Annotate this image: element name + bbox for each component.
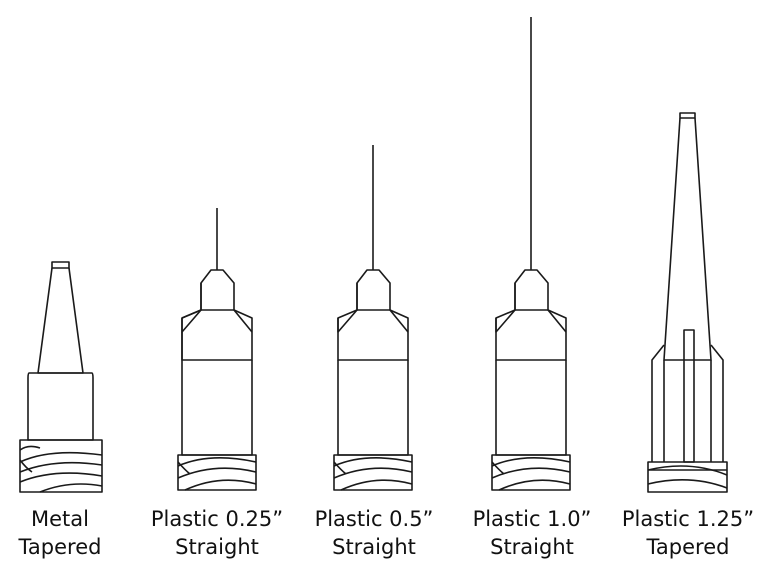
caption-plastic-025-line1: Plastic 0.25”: [150, 507, 284, 531]
caption-plastic-05-line2: Straight: [332, 535, 416, 559]
caption-metal-tapered-line2: Tapered: [18, 535, 102, 559]
caption-plastic-10-line2: Straight: [490, 535, 574, 559]
caption-plastic-025-straight: Plastic 0.25” Straight: [132, 505, 302, 561]
caption-plastic-10-straight: Plastic 1.0” Straight: [447, 505, 617, 561]
caption-plastic-05-line1: Plastic 0.5”: [314, 507, 434, 531]
caption-plastic-05-straight: Plastic 0.5” Straight: [289, 505, 459, 561]
caption-plastic-125-tapered: Plastic 1.25” Tapered: [603, 505, 768, 561]
caption-metal-tapered-line1: Metal: [31, 507, 89, 531]
caption-metal-tapered: Metal Tapered: [0, 505, 145, 561]
caption-plastic-10-line1: Plastic 1.0”: [472, 507, 592, 531]
caption-plastic-125-line2: Tapered: [646, 535, 730, 559]
caption-plastic-125-line1: Plastic 1.25”: [621, 507, 755, 531]
caption-plastic-025-line2: Straight: [175, 535, 259, 559]
